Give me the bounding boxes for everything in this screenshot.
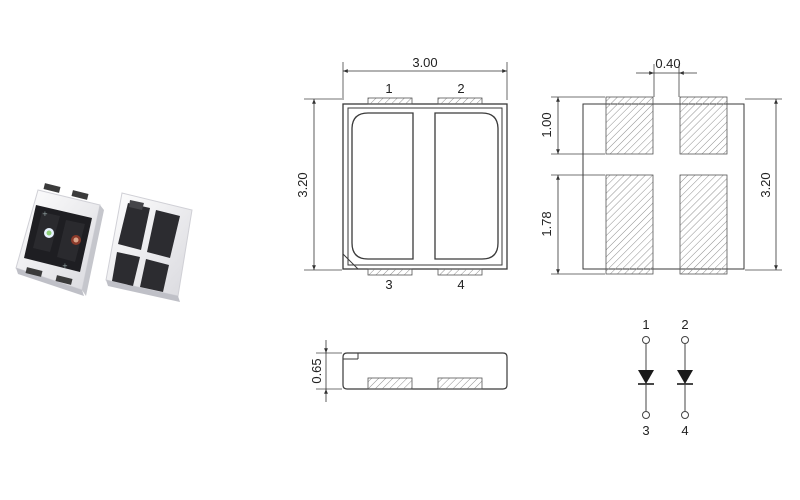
side-thickness-label: 0.65 xyxy=(309,358,324,383)
schematic: 1 2 3 4 xyxy=(638,317,693,438)
top-width-label: 3.00 xyxy=(412,55,437,70)
led-photo-front: + + xyxy=(15,183,104,296)
svg-text:+: + xyxy=(42,210,48,218)
top-pin-1-label: 1 xyxy=(385,81,392,96)
pad-lower-label: 1.78 xyxy=(539,211,554,236)
pad-height-label: 3.20 xyxy=(758,172,773,197)
pad-upper-label: 1.00 xyxy=(539,112,554,137)
pad-gap-label: 0.40 xyxy=(655,56,680,71)
top-height-label: 3.20 xyxy=(295,172,310,197)
top-pin-2-label: 2 xyxy=(457,81,464,96)
schematic-pin-1: 1 xyxy=(642,317,649,332)
schematic-pin-4: 4 xyxy=(681,423,688,438)
pad-layout: 0.40 1.00 1.78 3.20 xyxy=(539,56,782,275)
top-pin-4-label: 4 xyxy=(457,277,464,292)
side-view: 0.65 xyxy=(309,340,508,402)
top-view: 3.00 3.20 1 2 3 4 xyxy=(295,55,508,292)
schematic-pin-3: 3 xyxy=(642,423,649,438)
top-pin-3-label: 3 xyxy=(385,277,392,292)
diode-left-symbol xyxy=(638,336,654,419)
diode-right-symbol xyxy=(677,336,693,419)
svg-text:+: + xyxy=(62,262,68,270)
led-photo-back xyxy=(105,192,193,302)
schematic-pin-2: 2 xyxy=(681,317,688,332)
